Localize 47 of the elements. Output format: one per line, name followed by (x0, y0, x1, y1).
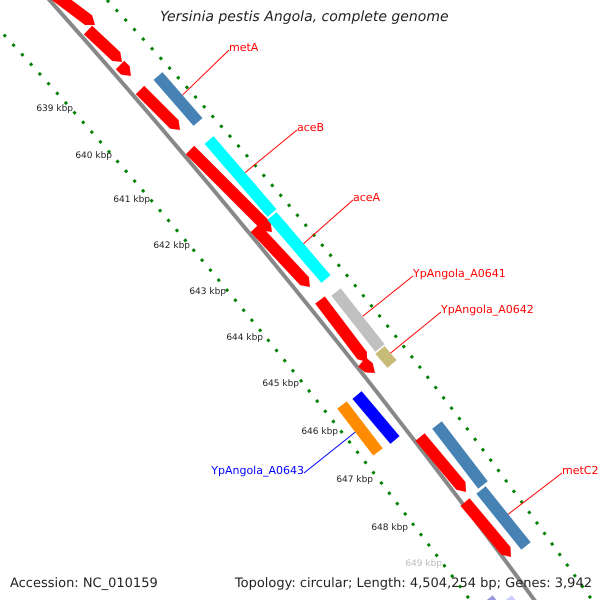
position-label: 649 kbp (405, 560, 442, 569)
position-label: 644 kbp (226, 334, 263, 343)
gene-feature (460, 498, 511, 557)
map-title: Yersinia pestis Angola, complete genome (160, 10, 449, 24)
gene-bar (375, 346, 397, 368)
gene-feature (84, 26, 122, 62)
gene-feature (315, 296, 367, 362)
genome-info: Topology: circular; Length: 4,504,254 bp; Genes: 3,942 (234, 577, 592, 590)
gene-bar (331, 288, 385, 352)
gene-bar (432, 421, 488, 489)
gene-label: YpAngola_A0643 (211, 465, 304, 476)
leader-line (303, 200, 354, 244)
position-label: 640 kbp (75, 152, 112, 161)
leader-line (244, 130, 298, 174)
position-label: 647 kbp (336, 476, 373, 485)
position-label: 646 kbp (301, 428, 338, 437)
gene-label: metA (229, 42, 258, 53)
gene-feature (250, 224, 310, 287)
gene-feature (136, 86, 180, 130)
gene-bar (154, 72, 202, 126)
leader-line (182, 50, 230, 96)
gene-bar (204, 136, 276, 217)
gene-label: YpAngola_A0641 (413, 268, 506, 279)
leader-line (362, 276, 414, 317)
gene-label: YpAngola_A0642 (441, 304, 534, 315)
gene-bar (352, 391, 400, 444)
position-label: 641 kbp (113, 196, 150, 205)
gene-label: aceB (297, 122, 324, 133)
position-label: 643 kbp (189, 288, 226, 297)
gene-feature (358, 357, 375, 373)
gene-bar (267, 212, 331, 283)
gene-label: metC2 (562, 465, 598, 476)
genome-info: Accession: NC_010159 (10, 577, 158, 590)
gene-bar (337, 401, 383, 456)
position-label: 648 kbp (371, 524, 408, 533)
gene-bar (476, 486, 531, 550)
gene-feature (415, 433, 466, 492)
leader-line (390, 312, 442, 354)
gene-feature (116, 60, 131, 76)
position-label: 645 kbp (262, 380, 299, 389)
position-label: 639 kbp (36, 105, 73, 114)
leader-line (508, 472, 562, 515)
gene-feature (51, 0, 95, 25)
position-label: 642 kbp (153, 242, 190, 251)
leader-line (304, 432, 356, 474)
gene-feature (186, 146, 272, 232)
gene-label: aceA (353, 192, 380, 203)
